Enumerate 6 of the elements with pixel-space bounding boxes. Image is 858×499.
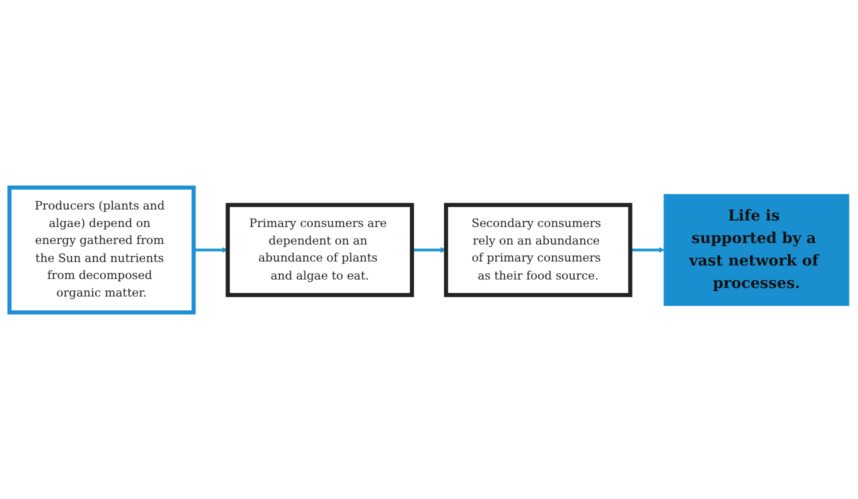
- node-box: Life is supported by a vast network of processes.: [664, 194, 850, 306]
- arrow: [412, 246, 446, 252]
- node-box: Primary consumers are dependent on an abundance of plants and algae to eat.: [226, 202, 414, 297]
- node-box: Secondary consumers rely on an abundance of primary consumers as their food source.: [444, 202, 632, 297]
- arrow: [630, 246, 665, 252]
- node-box: Producers (plants and algae) depend on energy gathered from the Sun and nutrients from decomposed organic matter.: [7, 185, 196, 314]
